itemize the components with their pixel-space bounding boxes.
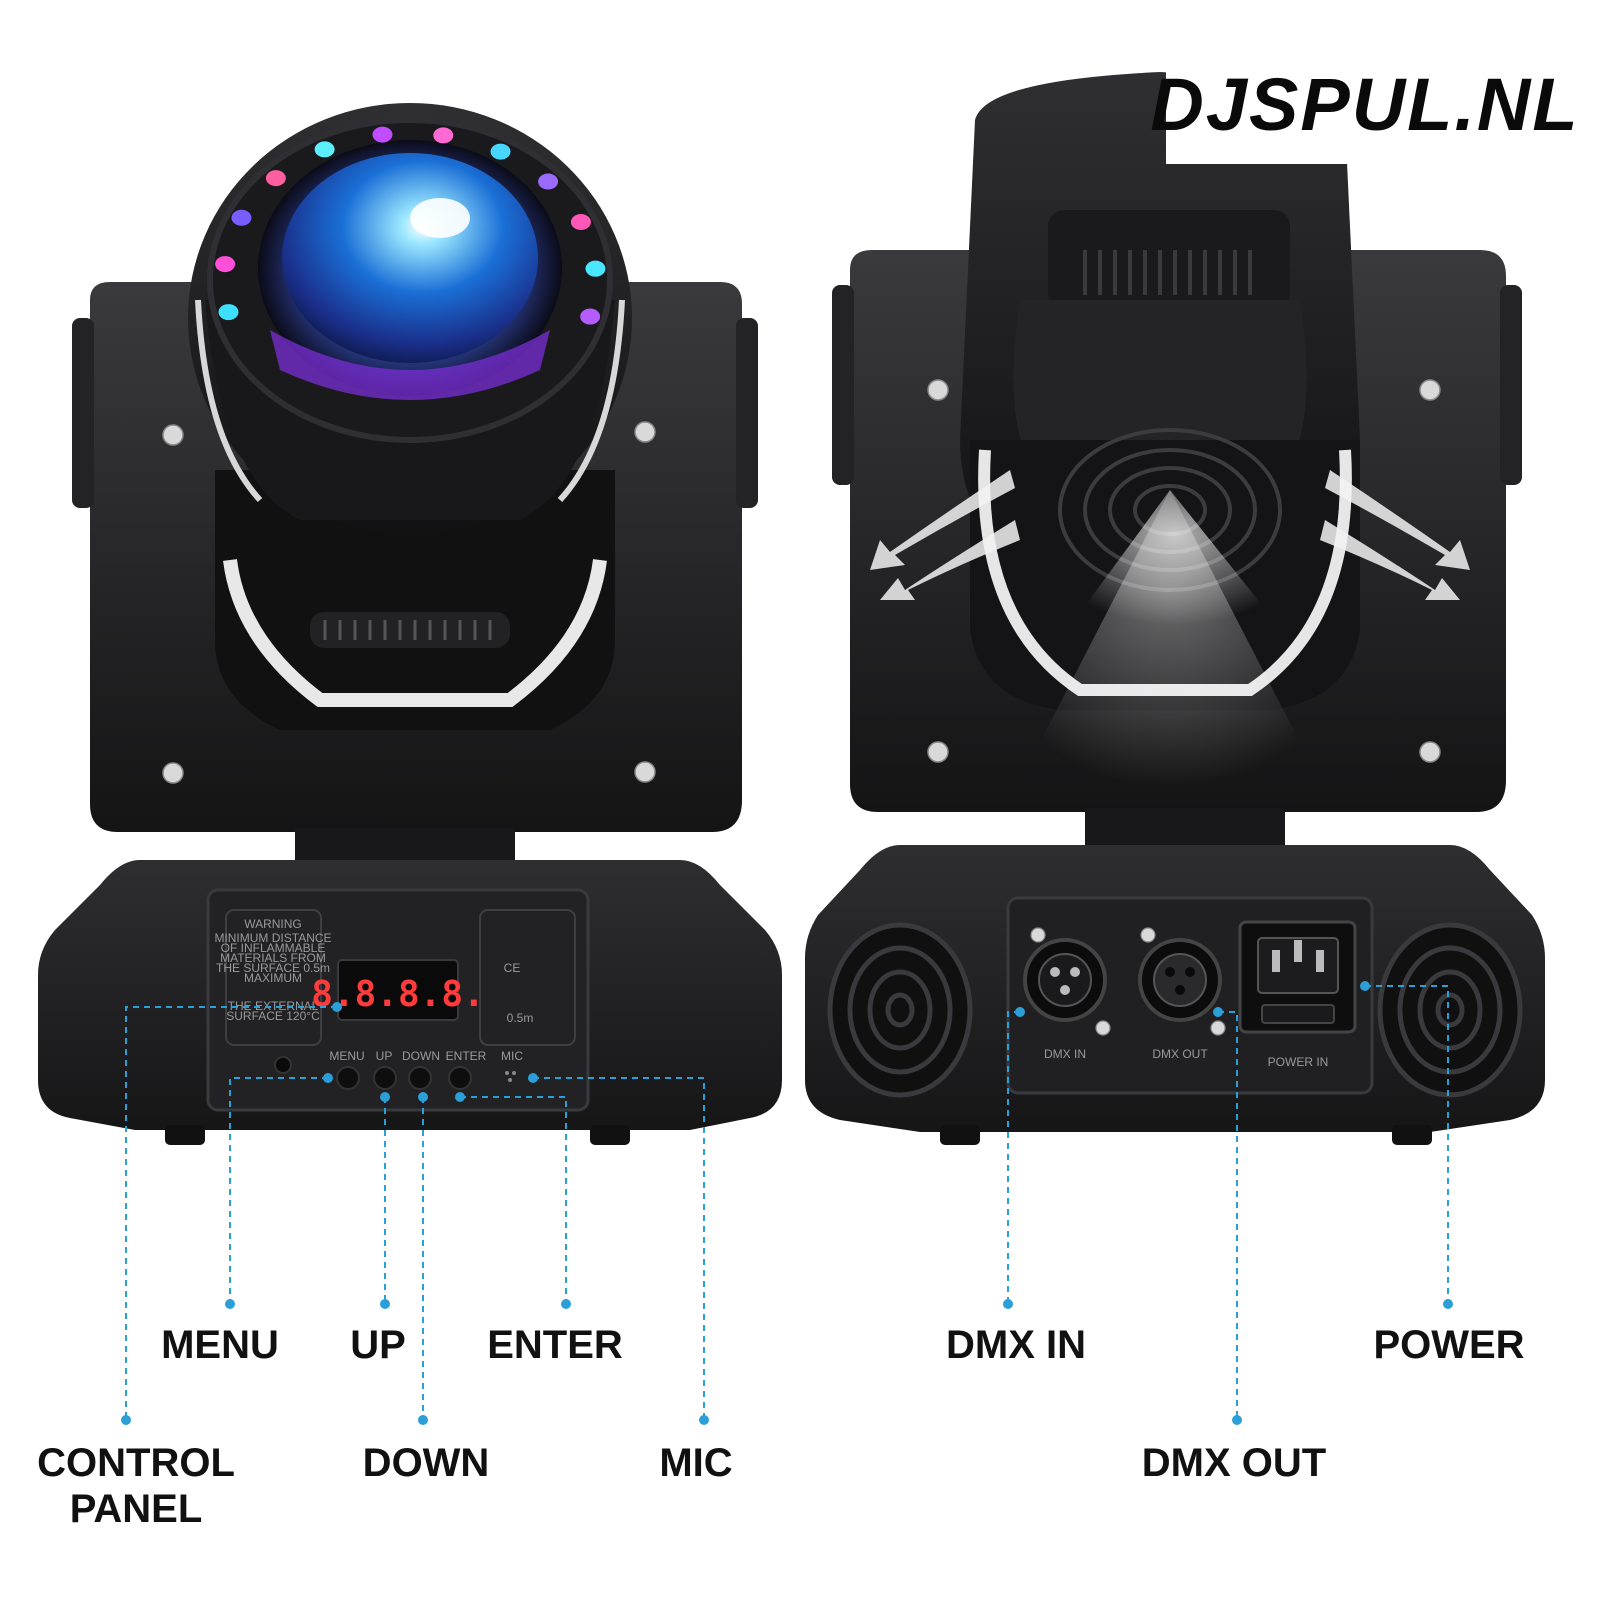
ce-mark: CE xyxy=(504,961,521,975)
callout-control-panel-line2: PANEL xyxy=(69,1487,203,1531)
callout-dmx-in: DMX IN xyxy=(946,1323,1086,1367)
led-ring-dot xyxy=(538,173,559,190)
warning-line: OF INFLAMMABLE xyxy=(221,941,326,955)
led-ring-dot xyxy=(433,127,454,144)
led-ring-dot xyxy=(215,256,236,273)
down-button[interactable] xyxy=(408,1066,432,1090)
ir-sensor xyxy=(274,1056,292,1074)
left-side-fan-grille xyxy=(827,922,973,1098)
distance-mark: 0.5m xyxy=(507,1011,534,1025)
led-ring-dot xyxy=(231,209,252,226)
warning-line: THE SURFACE 0.5m xyxy=(216,961,330,975)
callout-control-panel: CONTROL PANEL xyxy=(37,1440,235,1532)
callout-up: UP xyxy=(350,1323,406,1367)
warning-line: MINIMUM DISTANCE xyxy=(214,931,331,945)
menu-button[interactable] xyxy=(336,1066,360,1090)
led-ring-dot xyxy=(490,143,511,160)
up-button[interactable] xyxy=(373,1066,397,1090)
front-fixture: 8.8.8.8. WARNING MINIMUM DISTANCE OF INF… xyxy=(38,103,782,1145)
brand-logo-text: DJSPUL.NL xyxy=(1150,62,1580,146)
dmx-out-panel-label: DMX OUT xyxy=(1152,1047,1208,1061)
led-ring-dot xyxy=(570,214,591,231)
dmx-in-panel-label: DMX IN xyxy=(1044,1047,1086,1061)
callout-mic: MIC xyxy=(659,1441,733,1485)
callout-down: DOWN xyxy=(362,1441,490,1485)
callout-lines xyxy=(125,985,1449,1420)
callout-dmx-out: DMX OUT xyxy=(1141,1441,1327,1485)
callout-dots xyxy=(121,981,1453,1425)
panel-label-enter: ENTER xyxy=(446,1049,487,1063)
right-side-fan-grille xyxy=(1377,922,1523,1098)
warning-line: SURFACE 120°C xyxy=(226,1009,320,1023)
panel-label-up: UP xyxy=(376,1049,393,1063)
led-ring-dot xyxy=(580,308,601,325)
panel-label-mic: MIC xyxy=(501,1049,523,1063)
enter-button[interactable] xyxy=(448,1066,472,1090)
warning-title: WARNING xyxy=(244,917,302,931)
mic-holes-icon xyxy=(505,1071,516,1082)
led-ring-dot xyxy=(372,126,393,143)
warning-line: MAXIMUM xyxy=(244,971,302,985)
callout-control-panel-line1: CONTROL xyxy=(37,1441,235,1485)
led-ring-dot xyxy=(585,260,606,277)
rear-fixture: DMX IN DMX OUT POWER IN xyxy=(805,72,1545,1145)
warning-line: THE EXTERNAL xyxy=(228,999,319,1013)
led-ring-dot xyxy=(314,141,335,158)
led-ring-dot xyxy=(218,304,239,321)
callout-menu: MENU xyxy=(161,1323,279,1367)
power-in-panel-label: POWER IN xyxy=(1268,1055,1329,1069)
airflow-arrows-icon xyxy=(870,470,1470,600)
panel-label-menu: MENU xyxy=(329,1049,364,1063)
panel-label-down: DOWN xyxy=(402,1049,440,1063)
callout-enter: ENTER xyxy=(487,1323,623,1367)
callout-power: POWER xyxy=(1373,1323,1525,1367)
brand-logo: DJSPUL.NL xyxy=(1150,44,1578,164)
led-ring-dot xyxy=(265,170,286,187)
warning-line: MATERIALS FROM xyxy=(220,951,326,965)
